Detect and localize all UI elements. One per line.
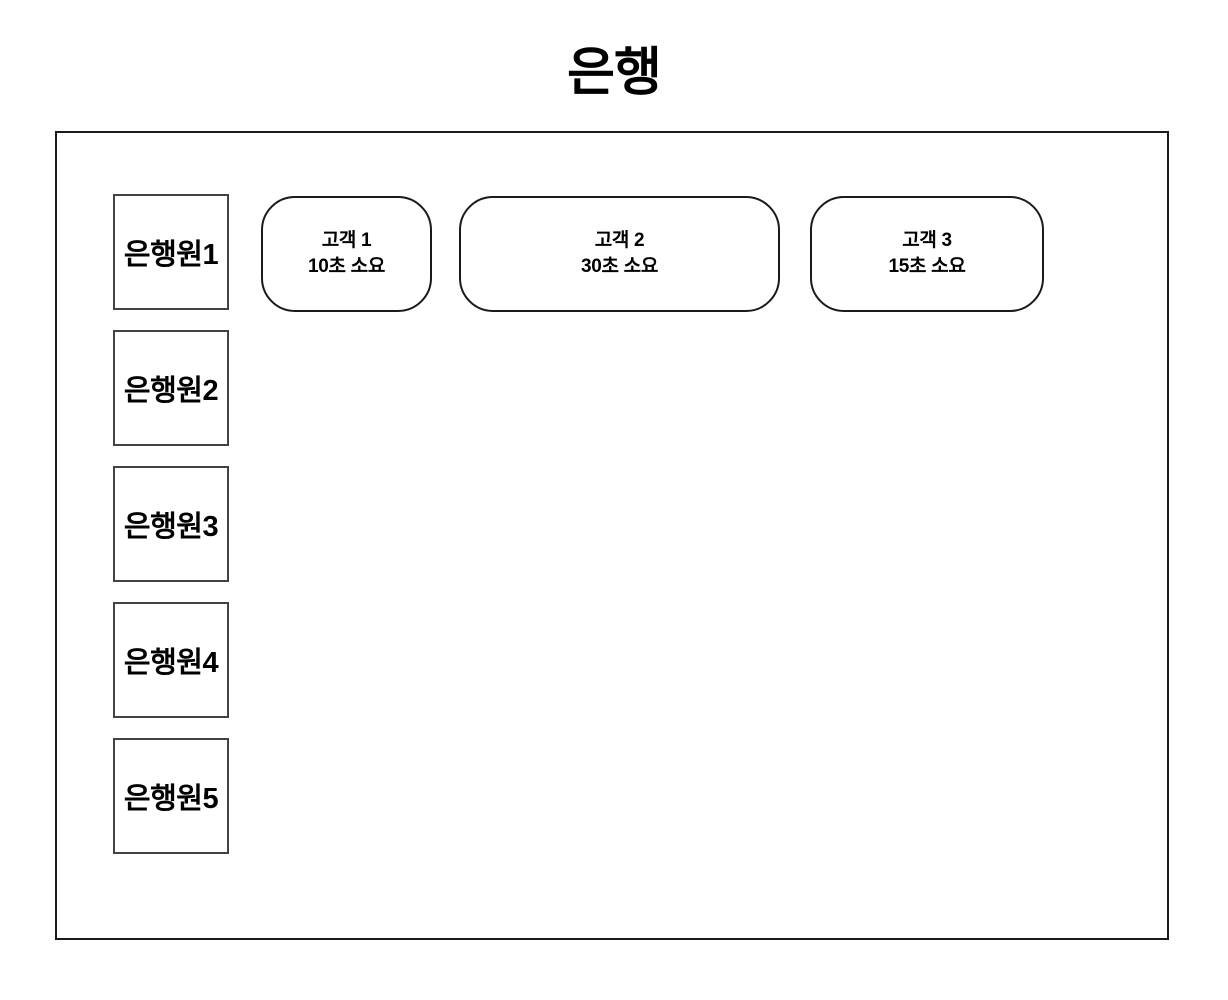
teller-label: 은행원1 [123, 239, 219, 271]
teller-label: 은행원4 [123, 647, 219, 679]
teller-box-5: 은행원5 [113, 738, 229, 854]
bank-container: 은행원1 은행원2 은행원3 은행원4 은행원5 고객 1 10초 소요 고객 … [55, 131, 1169, 940]
teller-box-4: 은행원4 [113, 602, 229, 718]
teller-label: 은행원5 [123, 783, 219, 815]
customer-name: 고객 2 [594, 230, 645, 251]
customer-name: 고객 3 [902, 230, 952, 251]
customer-name: 고객 1 [321, 230, 372, 251]
customer-duration: 30초 소요 [580, 256, 659, 277]
page-title: 은행 [567, 44, 662, 102]
teller-box-1: 은행원1 [113, 194, 229, 310]
customer-box-2: 고객 2 30초 소요 [459, 196, 780, 312]
teller-box-2: 은행원2 [113, 330, 229, 446]
customer-box-1: 고객 1 10초 소요 [261, 196, 432, 312]
customer-box-3: 고객 3 15초 소요 [810, 196, 1044, 312]
teller-box-3: 은행원3 [113, 466, 229, 582]
customer-duration: 10초 소요 [307, 256, 386, 277]
customer-duration: 15초 소요 [888, 256, 966, 277]
teller-label: 은행원2 [123, 375, 219, 407]
teller-label: 은행원3 [123, 511, 219, 543]
